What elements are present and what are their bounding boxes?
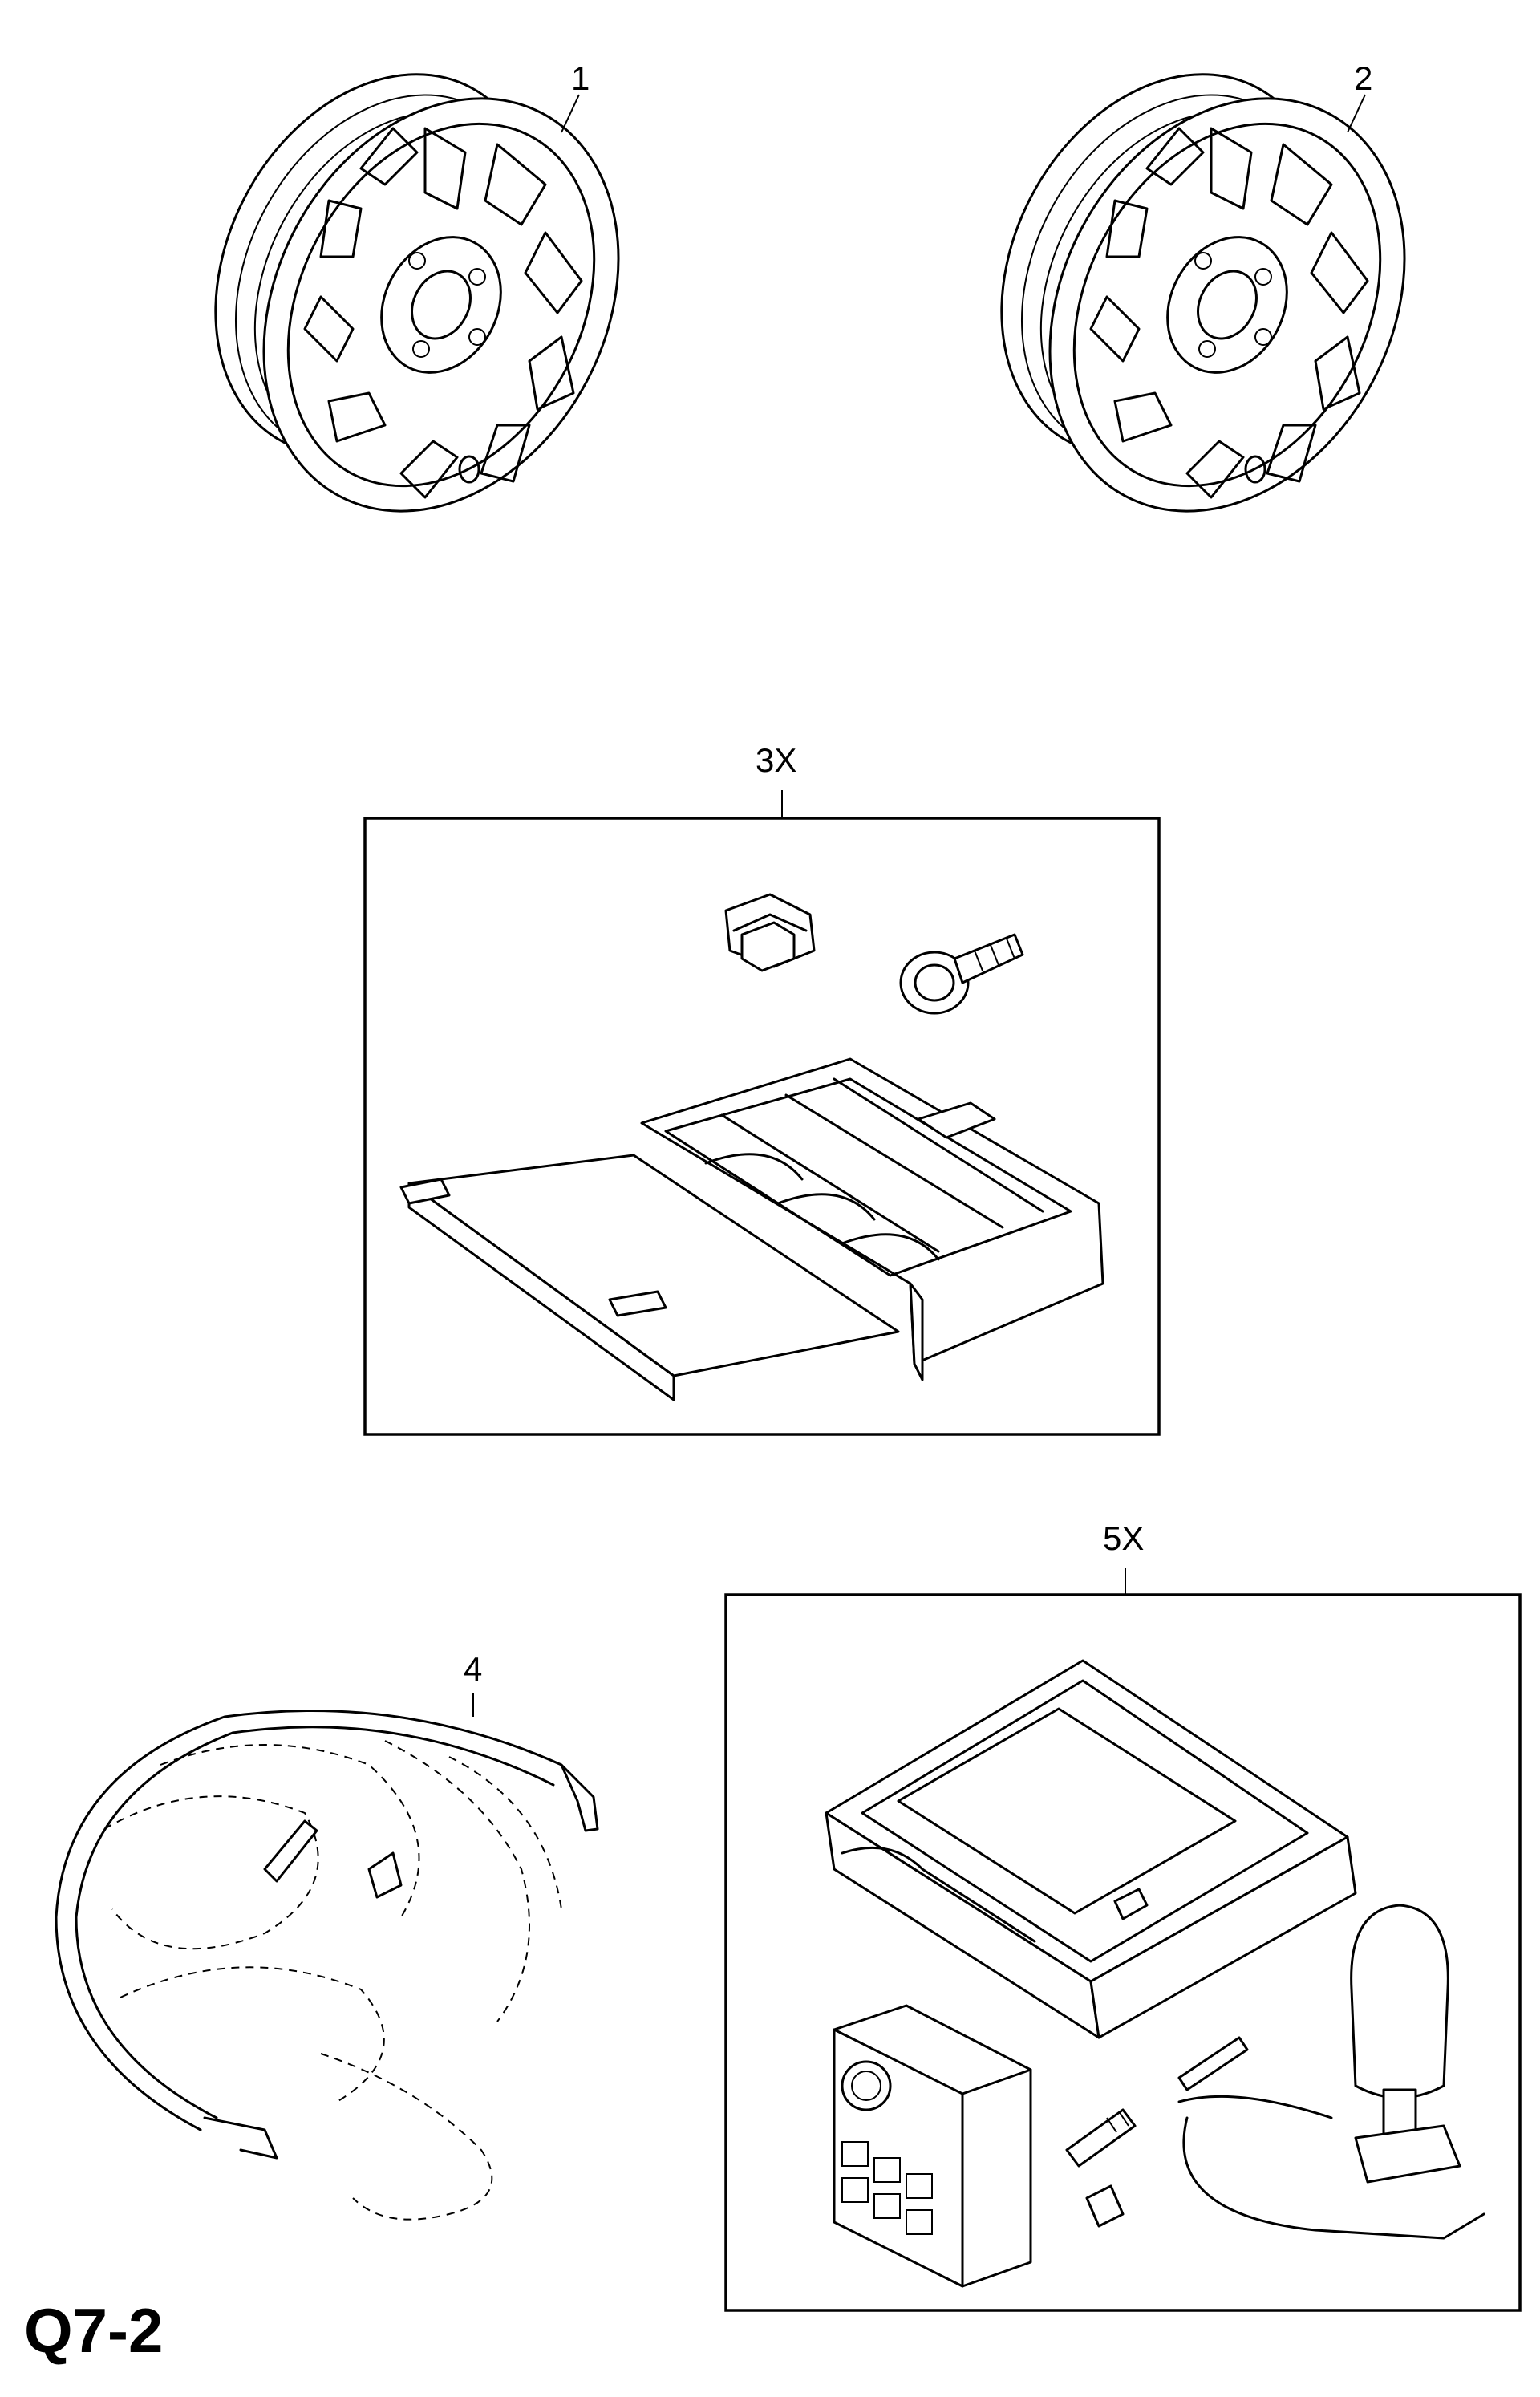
air-compressor — [833, 2004, 1032, 2288]
page-code: Q7-2 — [24, 2295, 164, 2366]
locking-nut — [724, 893, 816, 972]
alloy-wheel-2 — [936, 16, 1476, 575]
repair-kit-case — [825, 1659, 1357, 2039]
sealant-bottle — [1177, 1904, 1485, 2240]
bolt-storage-tray — [399, 1057, 1104, 1401]
locking-bolt — [899, 933, 1024, 1015]
callout-2: 2 — [1354, 59, 1372, 97]
locking-bolt-kit-frame — [363, 817, 1161, 1436]
callout-5x: 5X — [1103, 1519, 1144, 1557]
tire-repair-kit-frame — [724, 1593, 1522, 2312]
callout-4: 4 — [464, 1650, 482, 1688]
alloy-wheel-1 — [150, 16, 690, 575]
callout-1: 1 — [571, 59, 590, 97]
valve-adapters — [1065, 2036, 1249, 2228]
callout-3x: 3X — [756, 741, 796, 779]
snow-chains — [55, 1710, 599, 2221]
